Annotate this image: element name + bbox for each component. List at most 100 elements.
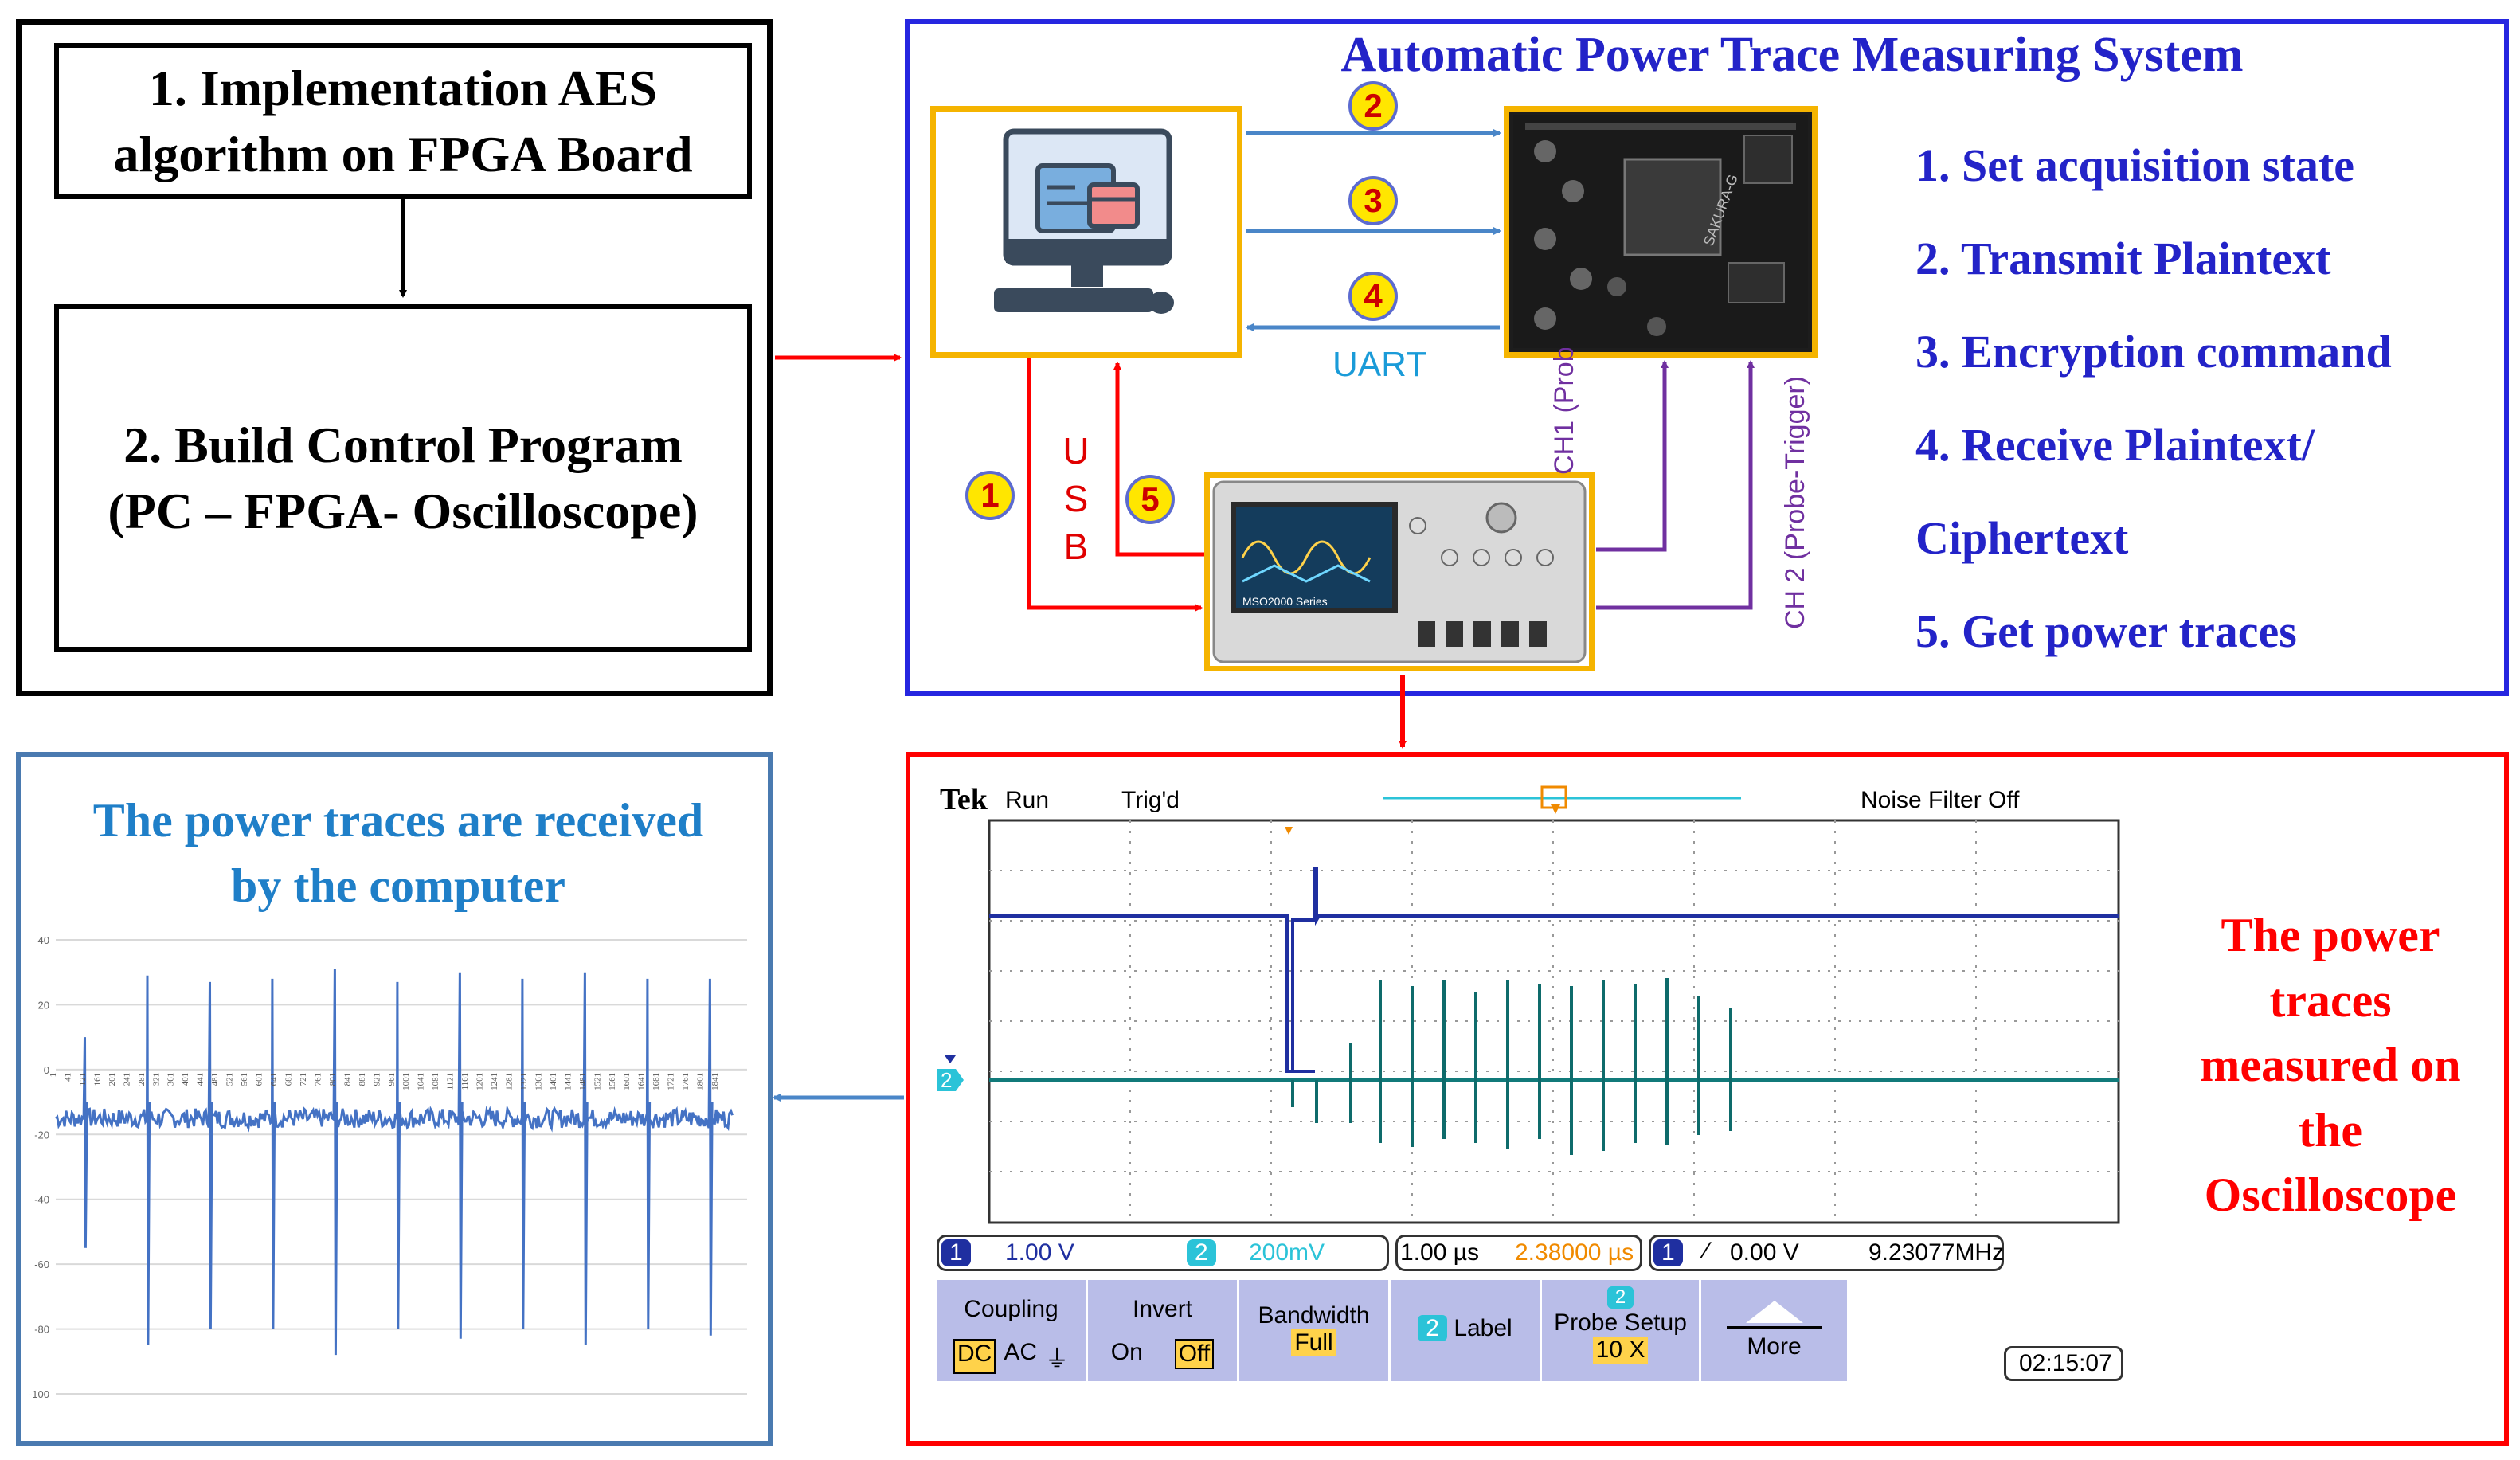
scope-run: Run [1005,787,1050,813]
trigger-num: 1 [1653,1239,1683,1266]
chart-xtick-label: 601 [255,1073,264,1086]
trigger-field [1649,1235,2004,1271]
step-item: 3. Encryption command [1915,326,2392,378]
chart-xtick-label: 1841 [710,1073,720,1090]
ch2-scale-value: 200mV [1249,1239,1325,1266]
step-item: 2. Transmit Plaintext [1915,233,2331,284]
chart-xtick-label: 721 [299,1073,308,1086]
step-item: 4. Receive Plaintext/ [1915,419,2315,471]
more-arrow-icon [1745,1301,1803,1323]
scope-display [937,785,2163,1228]
chart-xtick-label: 1321 [519,1073,529,1090]
label-num: 2 [1418,1315,1447,1341]
badge-1: 1 [965,471,1015,520]
fpga-board-icon [1513,115,1808,348]
chart-ytick-label: -20 [34,1129,49,1141]
chart-xtick-label: 881 [358,1073,367,1086]
chart-ytick-label: -60 [34,1258,49,1270]
chart-xtick-label: 1521 [593,1073,602,1090]
chart-ytick-label: -40 [34,1194,49,1206]
usb-letter: S [1063,478,1089,519]
chart-ytick-label: 20 [38,999,49,1011]
scope-ch2-spikes [1291,978,1732,1155]
chart-xtick-label: 1761 [681,1073,691,1090]
scope-device-label: MSO2000 Series [1242,595,1328,608]
trigger-level: 0.00 V [1730,1239,1799,1266]
chart-xtick-label: 1001 [401,1073,411,1090]
invert-on: On [1110,1339,1143,1365]
chart-xtick-label: 1161 [460,1073,470,1090]
chart-xtick-label: 1681 [652,1073,661,1090]
chart-xtick-label: 361 [166,1073,176,1086]
chart-xtick-label: 201 [108,1073,117,1086]
chart-xtick-label: 281 [137,1073,147,1086]
chart-xtick-label: 401 [181,1073,190,1086]
oscilloscope-device-icon [1212,480,1587,663]
chart-xtick-label: 441 [196,1073,205,1086]
label-menu-button[interactable]: 2 Label [1391,1280,1542,1381]
label-text: Label [1454,1315,1512,1341]
chart-xtick-label: 1041 [417,1073,426,1090]
chart-xtick-label: 241 [122,1073,131,1086]
chart-xtick-label: 1 [49,1073,58,1078]
chart-xtick-label: 1401 [549,1073,558,1090]
step-item: Ciphertext [1915,512,2129,564]
ch2-scale-num: 2 [1187,1239,1216,1266]
scope-clock: 02:15:07 [2004,1346,2123,1381]
invert-menu-button[interactable]: Invert On Off [1088,1280,1239,1381]
chart-xtick-label: 1081 [431,1073,440,1090]
probe-setup-menu-button[interactable]: 2 Probe Setup 10 X [1542,1280,1701,1381]
bandwidth-menu-button[interactable]: Bandwidth Full [1239,1280,1391,1381]
uart-label: UART [1332,345,1427,384]
probe-ch2-line [1596,360,1755,610]
chart-xtick-label: 1441 [563,1073,573,1090]
chart-xtick-label: 761 [313,1073,323,1086]
chart-ytick-label: 40 [38,934,49,946]
chart-xtick-label: 161 [92,1073,102,1086]
step-item: 1. Set acquisition state [1915,139,2354,191]
time-field [1395,1235,1642,1271]
probe-setup-label: Probe Setup [1554,1309,1687,1336]
usb-label: U S B [1060,427,1092,570]
chart-xtick-label: 481 [210,1073,220,1086]
badge-4: 4 [1348,272,1398,321]
chart-xtick-label: 1721 [667,1073,676,1090]
step2-line1: 2. Build Control Program [123,416,683,473]
chart-xtick-label: 921 [372,1073,382,1086]
chart-xtick-label: 841 [342,1073,352,1086]
coupling-ac: AC [1004,1339,1038,1365]
chart-xtick-label: 121 [78,1073,88,1086]
chart-xtick-label: 1801 [696,1073,706,1090]
chart-xtick-label: 681 [284,1073,293,1086]
scope-noise: Noise Filter Off [1861,787,2020,813]
step-item: 5. Get power traces [1915,605,2297,657]
bandwidth-value: Full [1291,1329,1336,1356]
chart-xtick-label: 801 [328,1073,338,1086]
chart-xtick-label: 521 [225,1073,235,1086]
coupling-dc: DC [953,1339,996,1374]
chart-xtick-label: 1241 [490,1073,499,1090]
steps-list: 1. Set acquisition state 2. Transmit Pla… [1915,119,2392,678]
step1-text: 1. Implementation AES algorithm on FPGA … [113,59,693,182]
chart-ytick-label: -80 [34,1324,49,1336]
probe-num: 2 [1606,1286,1634,1309]
chart-xtick-label: 1641 [637,1073,647,1090]
time-offset: 2.38000 µs [1515,1239,1634,1266]
computer-caption: The power traces are received by the com… [92,794,704,912]
chart-xtick-label: 1121 [446,1073,456,1090]
chart-ytick-label: -100 [29,1388,49,1400]
badge-2: 2 [1348,81,1398,131]
step2-line2: (PC – FPGA- Oscilloscope) [108,483,698,539]
scope-ch2-marker: 2 [941,1068,953,1092]
coupling-menu-button[interactable]: Coupling DC AC ⏚ [937,1280,1088,1381]
scope-caption: The power traces measured on the Oscillo… [2200,909,2461,1222]
scope-ch1-trace [989,867,2119,1073]
step2-box: 2. Build Control Program (PC – FPGA- Osc… [54,304,752,652]
ch1-scale-num: 1 [941,1239,971,1266]
chart-xtick-label: 1481 [578,1073,588,1090]
more-menu-button[interactable]: More [1701,1280,1849,1381]
chart-xtick-label: 561 [240,1073,249,1086]
chart-xtick-label: 1561 [608,1073,617,1090]
